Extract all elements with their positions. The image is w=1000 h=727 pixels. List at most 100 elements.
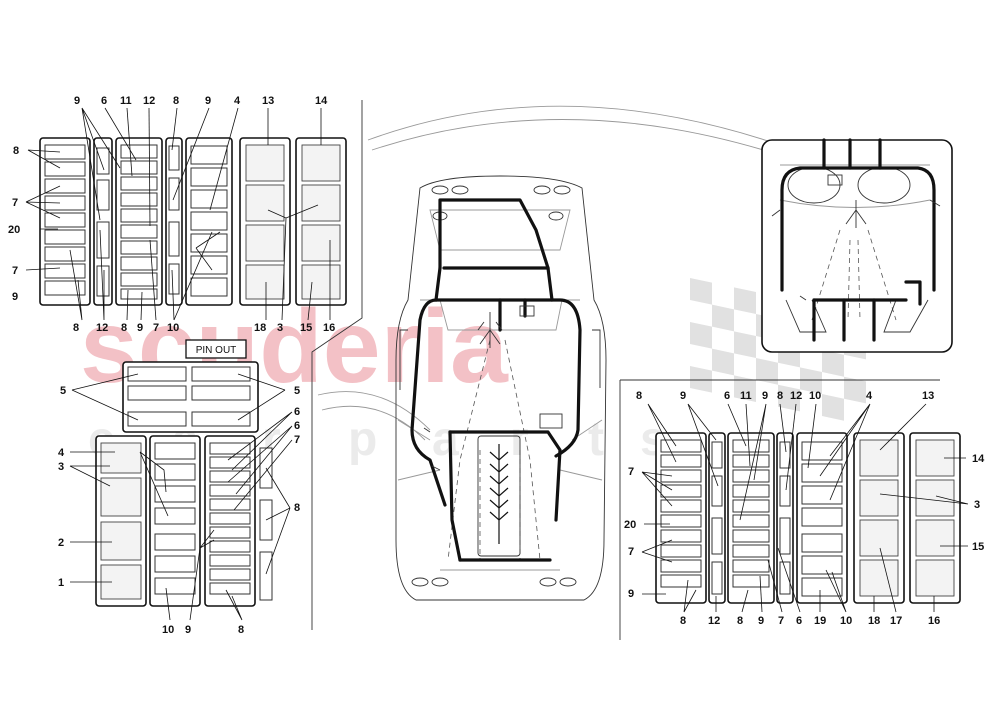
pin-out-box: PIN OUT [185,339,247,359]
callout-label: 17 [890,615,902,627]
callout-label: 8 [737,615,743,627]
callout-label: 9 [185,624,191,636]
callout-label: 8 [238,624,244,636]
relay-panel-14 [295,137,347,306]
callout-label: 3 [58,461,64,473]
vehicle-outline [395,175,607,601]
callout-label: 13 [262,95,274,107]
callout-label: 12 [790,390,802,402]
callout-label: 9 [137,322,143,334]
callout-label: 14 [315,95,328,107]
callout-label: 18 [254,322,266,334]
callout-label: 12 [143,95,155,107]
callout-label: 12 [708,615,720,627]
callout-label: 9 [762,390,768,402]
callout-label: 3 [974,499,980,511]
callout-label: 20 [8,224,20,236]
callout-label: 8 [777,390,783,402]
callout-label: 2 [58,537,64,549]
fuse-strip-r4 [776,432,794,604]
callout-label: 7 [153,322,159,334]
pin-out-label: PIN OUT [196,345,237,356]
relay-panel-r1 [655,432,707,604]
callout-label: 11 [740,390,752,402]
tunnel-arrows [489,444,509,544]
callout-label: 9 [205,95,211,107]
callout-label: 9 [12,291,18,303]
fuse-strip-b [93,137,113,306]
callout-label: 6 [294,420,300,432]
callout-label: 7 [12,265,18,277]
callout-label: 10 [809,390,821,402]
relay-panel-a [39,137,91,306]
callout-label: 3 [277,322,283,334]
callout-label: 7 [12,197,18,209]
callout-label: 10 [840,615,852,627]
watermark-letter: r [510,413,529,466]
callout-label: 18 [868,615,880,627]
lower-left-labels: 5 4 3 2 1 5 6 6 7 8 10 9 8 [58,385,300,636]
callout-label: 6 [294,406,300,418]
relay-box-4 [149,435,201,607]
callout-label: 15 [972,541,984,553]
watermark-letter: t [588,413,604,466]
lower-left-leaders [69,373,293,621]
relay-panel-c [115,137,163,306]
callout-label: 6 [101,95,107,107]
callout-label: 19 [814,615,826,627]
callout-label: 10 [167,322,179,334]
engine-bay-inset [761,138,953,353]
callout-label: 4 [58,447,65,459]
upper-left-labels: 9 6 11 12 8 9 4 13 14 8 7 20 7 9 8 12 8 … [8,95,335,334]
callout-label: 16 [323,322,335,334]
callout-label: 13 [922,390,934,402]
callout-label: 5 [294,385,300,397]
callout-label: 7 [778,615,784,627]
lower-right-leaders [641,403,969,613]
callout-label: 4 [866,390,873,402]
watermark-letter: a [432,413,459,466]
upper-left-leaders [25,107,331,321]
lower-right-panel-group: 8 9 6 11 9 8 12 10 4 13 7 20 7 9 14 3 15… [624,390,985,627]
callout-label: 10 [162,624,174,636]
callout-label: 8 [294,502,300,514]
callout-label: 14 [972,453,985,465]
callout-label: 4 [234,95,241,107]
upper-left-panel-group: 9 6 11 12 8 9 4 13 14 8 7 20 7 9 8 12 8 … [8,95,347,334]
callout-label: 6 [796,615,802,627]
callout-label: 8 [73,322,79,334]
relay-panel-13 [239,137,291,306]
callout-label: 12 [96,322,108,334]
relay-panel-r7 [909,432,961,604]
callout-label: 5 [60,385,66,397]
callout-label: 8 [13,145,19,157]
vehicle-wiring-harness [395,175,607,601]
callout-label: 9 [74,95,80,107]
fuse-strip-d [165,137,183,306]
fuse-strip-r2 [708,432,726,604]
callout-label: 7 [628,546,634,558]
watermark-letter: p [348,413,377,466]
callout-label: 1 [58,577,64,589]
callout-label: 8 [636,390,642,402]
callout-label: 9 [628,588,634,600]
relay-box-6 [204,435,256,607]
lower-left-panel-group: 5 4 3 2 1 5 6 6 7 8 10 9 8 [58,361,300,636]
relay-panel-e [185,137,233,306]
section-dividers [311,100,940,640]
callout-label: 15 [300,322,312,334]
callout-label: 7 [294,434,300,446]
callout-label: 7 [628,466,634,478]
callout-label: 16 [928,615,940,627]
connector-block-5 [122,361,259,433]
callout-label: 11 [120,95,132,107]
lower-right-labels: 8 9 6 11 9 8 12 10 4 13 7 20 7 9 14 3 15… [624,390,985,627]
callout-label: 9 [758,615,764,627]
relay-panel-r6 [853,432,905,604]
callout-label: 8 [680,615,686,627]
callout-label: 8 [173,95,179,107]
callout-label: 9 [680,390,686,402]
callout-label: 20 [624,519,636,531]
relay-panel-r5 [796,432,848,604]
